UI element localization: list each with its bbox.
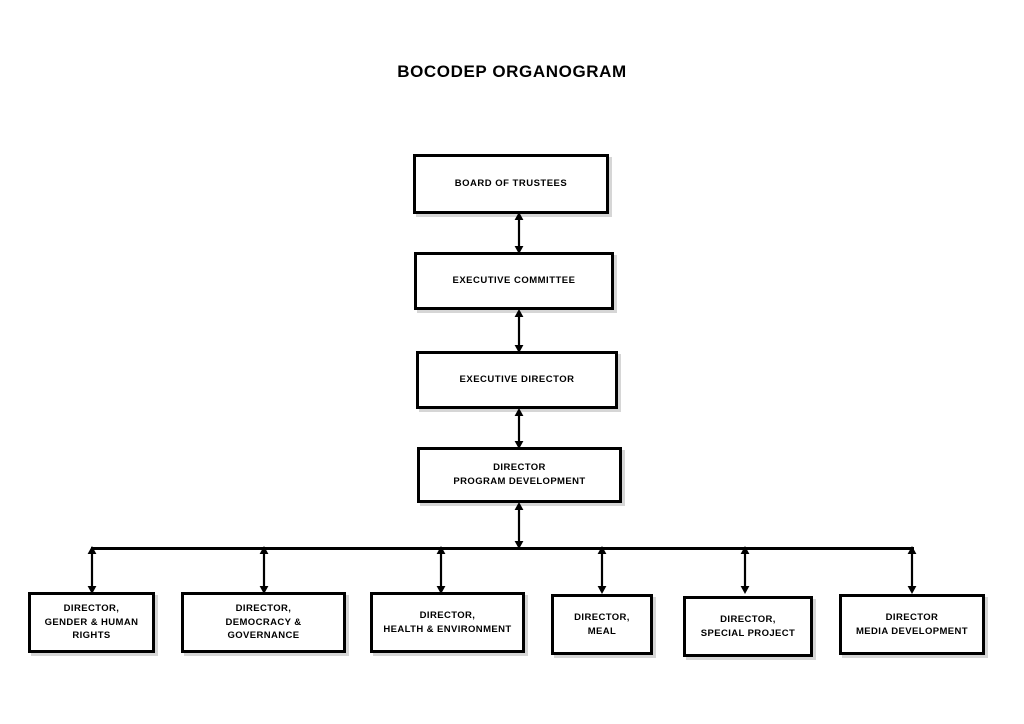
- drop-arrow-gender-human-rights: [82, 546, 102, 594]
- page-title: BOCODEP ORGANOGRAM: [397, 62, 627, 81]
- node-label-board-of-trustees: BOARD OF TRUSTEES: [454, 178, 568, 190]
- node-label-program-development: DIRECTOR PROGRAM DEVELOPMENT: [453, 462, 586, 487]
- node-label-meal: DIRECTOR, MEAL: [574, 611, 630, 637]
- node-media-development[interactable]: DIRECTOR MEDIA DEVELOPMENT: [839, 594, 985, 655]
- drop-arrow-media-development: [902, 546, 922, 594]
- node-health-environment[interactable]: DIRECTOR, HEALTH & ENVIRONMENT: [370, 592, 525, 653]
- node-label-executive-committee: EXECUTIVE COMMITTEE: [452, 275, 576, 287]
- drop-arrow-special-project: [735, 546, 755, 594]
- connector-committee-to-director: [509, 309, 529, 353]
- node-label-executive-director: EXECUTIVE DIRECTOR: [459, 374, 575, 386]
- node-program-development[interactable]: DIRECTOR PROGRAM DEVELOPMENT: [417, 447, 622, 503]
- node-special-project[interactable]: DIRECTOR, SPECIAL PROJECT: [683, 596, 813, 657]
- node-label-health-environment: DIRECTOR, HEALTH & ENVIRONMENT: [383, 609, 512, 635]
- drop-arrow-meal: [592, 546, 612, 594]
- connector-program-development-to-bus: [509, 502, 529, 549]
- connector-director-to-program-development: [509, 408, 529, 449]
- node-gender-human-rights[interactable]: DIRECTOR, GENDER & HUMAN RIGHTS: [28, 592, 155, 653]
- node-executive-committee[interactable]: EXECUTIVE COMMITTEE: [414, 252, 614, 310]
- drop-arrow-health-environment: [431, 546, 451, 594]
- node-label-special-project: DIRECTOR, SPECIAL PROJECT: [700, 613, 796, 639]
- node-label-democracy-governance: DIRECTOR, DEMOCRACY & GOVERNANCE: [225, 602, 302, 642]
- node-democracy-governance[interactable]: DIRECTOR, DEMOCRACY & GOVERNANCE: [181, 592, 346, 653]
- horizontal-connector-bus: [91, 547, 914, 550]
- connector-trustees-to-committee: [509, 212, 529, 254]
- node-executive-director[interactable]: EXECUTIVE DIRECTOR: [416, 351, 618, 409]
- node-meal[interactable]: DIRECTOR, MEAL: [551, 594, 653, 655]
- node-board-of-trustees[interactable]: BOARD OF TRUSTEES: [413, 154, 609, 214]
- drop-arrow-democracy-governance: [254, 546, 274, 594]
- node-label-gender-human-rights: DIRECTOR, GENDER & HUMAN RIGHTS: [44, 602, 139, 642]
- node-label-media-development: DIRECTOR MEDIA DEVELOPMENT: [855, 611, 968, 637]
